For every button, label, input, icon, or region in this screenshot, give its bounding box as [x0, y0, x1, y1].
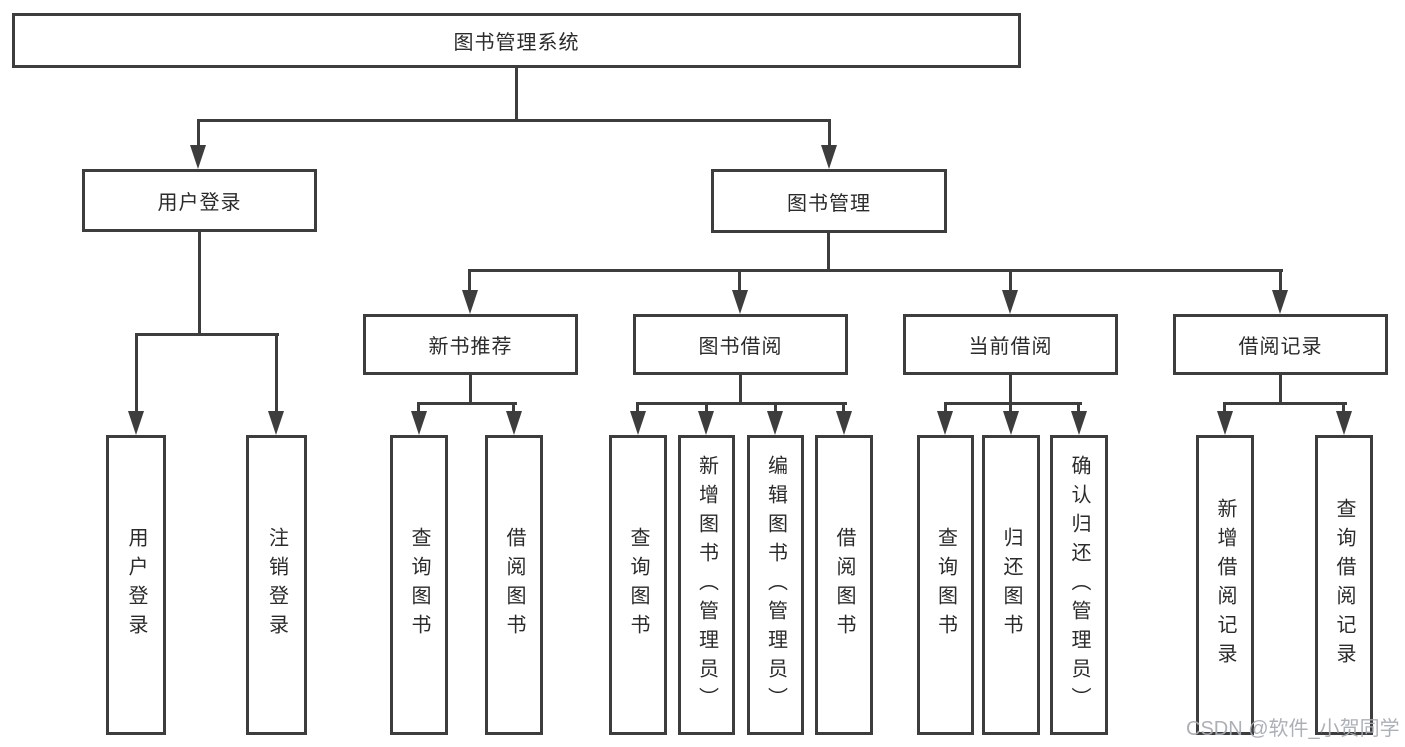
connector-line: [739, 374, 742, 405]
leaf-add-borrow-record: 新增借阅记录: [1196, 435, 1254, 735]
leaf-label: 查询图书: [627, 527, 649, 643]
node-borrow-records: 借阅记录: [1173, 314, 1388, 375]
connector-line: [1009, 269, 1012, 297]
connector-line: [1009, 402, 1012, 418]
arrow-down-icon: [630, 411, 646, 435]
connector-line: [1009, 374, 1012, 405]
leaf-user-login: 用户登录: [106, 435, 166, 735]
leaf-label: 新增图书（管理员）: [695, 454, 718, 716]
node-new-book-recommend: 新书推荐: [363, 314, 578, 375]
connector-line: [1224, 402, 1347, 405]
connector-line: [468, 269, 471, 297]
node-root: 图书管理系统: [12, 13, 1021, 68]
arrow-down-icon: [767, 411, 783, 435]
leaf-label: 借阅图书: [503, 527, 525, 643]
arrow-down-icon: [836, 411, 852, 435]
node-label: 当前借阅: [968, 336, 1053, 358]
node-label: 借阅记录: [1238, 336, 1323, 358]
arrow-down-icon: [268, 411, 284, 435]
connector-line: [828, 119, 831, 152]
node-book-management-branch: 图书管理: [711, 169, 947, 233]
leaf-label: 查询图书: [408, 527, 430, 643]
arrow-down-icon: [732, 290, 748, 314]
arrow-down-icon: [462, 290, 478, 314]
connector-line: [515, 67, 518, 121]
connector-line: [738, 269, 741, 297]
connector-line: [135, 333, 279, 336]
connector-line: [637, 402, 847, 405]
connector-line: [135, 333, 138, 418]
leaf-edit-books-admin: 编辑图书（管理员）: [747, 435, 804, 735]
leaf-borrow-books-recommend: 借阅图书: [485, 435, 543, 735]
connector-line: [827, 232, 830, 271]
connector-line: [944, 402, 947, 418]
connector-line: [1077, 402, 1080, 418]
connector-line: [197, 119, 831, 122]
arrow-down-icon: [1336, 411, 1352, 435]
arrow-down-icon: [411, 411, 427, 435]
connector-line: [417, 402, 420, 418]
leaf-query-books-current: 查询图书: [917, 435, 974, 735]
arrow-down-icon: [1217, 411, 1233, 435]
connector-line: [1223, 402, 1226, 418]
leaf-return-books: 归还图书: [982, 435, 1040, 735]
leaf-query-books-recommend: 查询图书: [390, 435, 448, 735]
connector-line: [275, 333, 278, 418]
node-book-borrow: 图书借阅: [633, 314, 848, 375]
connector-line: [198, 231, 201, 336]
leaf-label: 注销登录: [265, 527, 288, 643]
arrow-down-icon: [821, 145, 837, 169]
arrow-down-icon: [506, 411, 522, 435]
leaf-query-borrow-record: 查询借阅记录: [1315, 435, 1373, 735]
node-root-label: 图书管理系统: [453, 32, 580, 54]
leaf-label: 新增借阅记录: [1214, 498, 1236, 672]
leaf-confirm-return-admin: 确认归还（管理员）: [1050, 435, 1108, 735]
arrow-down-icon: [1272, 290, 1288, 314]
leaf-label: 用户登录: [125, 527, 147, 643]
leaf-logout: 注销登录: [246, 435, 307, 735]
connector-line: [944, 402, 1082, 405]
leaf-label: 借阅图书: [833, 527, 855, 643]
node-label: 图书借阅: [698, 336, 783, 358]
connector-line: [469, 374, 472, 405]
node-label: 用户登录: [157, 192, 242, 214]
leaf-label: 查询借阅记录: [1333, 498, 1355, 672]
leaf-label: 归还图书: [1000, 527, 1022, 643]
connector-line: [842, 402, 845, 418]
node-current-borrow: 当前借阅: [903, 314, 1118, 375]
leaf-label: 查询图书: [934, 527, 957, 643]
leaf-borrow-books: 借阅图书: [815, 435, 873, 735]
csdn-watermark: CSDN @软件_小贺同学: [1186, 718, 1400, 740]
connector-line: [197, 119, 200, 152]
arrow-down-icon: [698, 411, 714, 435]
connector-line: [774, 402, 777, 418]
connector-line: [1279, 374, 1282, 405]
node-label: 新书推荐: [428, 336, 513, 358]
arrow-down-icon: [937, 411, 953, 435]
arrow-down-icon: [128, 411, 144, 435]
arrow-down-icon: [1002, 290, 1018, 314]
arrow-down-icon: [1003, 411, 1019, 435]
leaf-query-books-borrow: 查询图书: [609, 435, 667, 735]
connector-line: [705, 402, 708, 418]
connector-line: [512, 402, 515, 418]
connector-line: [418, 402, 517, 405]
connector-line: [469, 269, 1283, 272]
connector-line: [1342, 402, 1345, 418]
leaf-label: 确认归还（管理员）: [1068, 454, 1090, 716]
node-user-login-branch: 用户登录: [82, 169, 317, 232]
leaf-label: 编辑图书（管理员）: [764, 454, 787, 716]
node-label: 图书管理: [787, 192, 871, 215]
arrow-down-icon: [1071, 411, 1087, 435]
connector-line: [1279, 269, 1282, 297]
leaf-add-books-admin: 新增图书（管理员）: [678, 435, 735, 735]
connector-line: [636, 402, 639, 418]
arrow-down-icon: [190, 145, 206, 169]
